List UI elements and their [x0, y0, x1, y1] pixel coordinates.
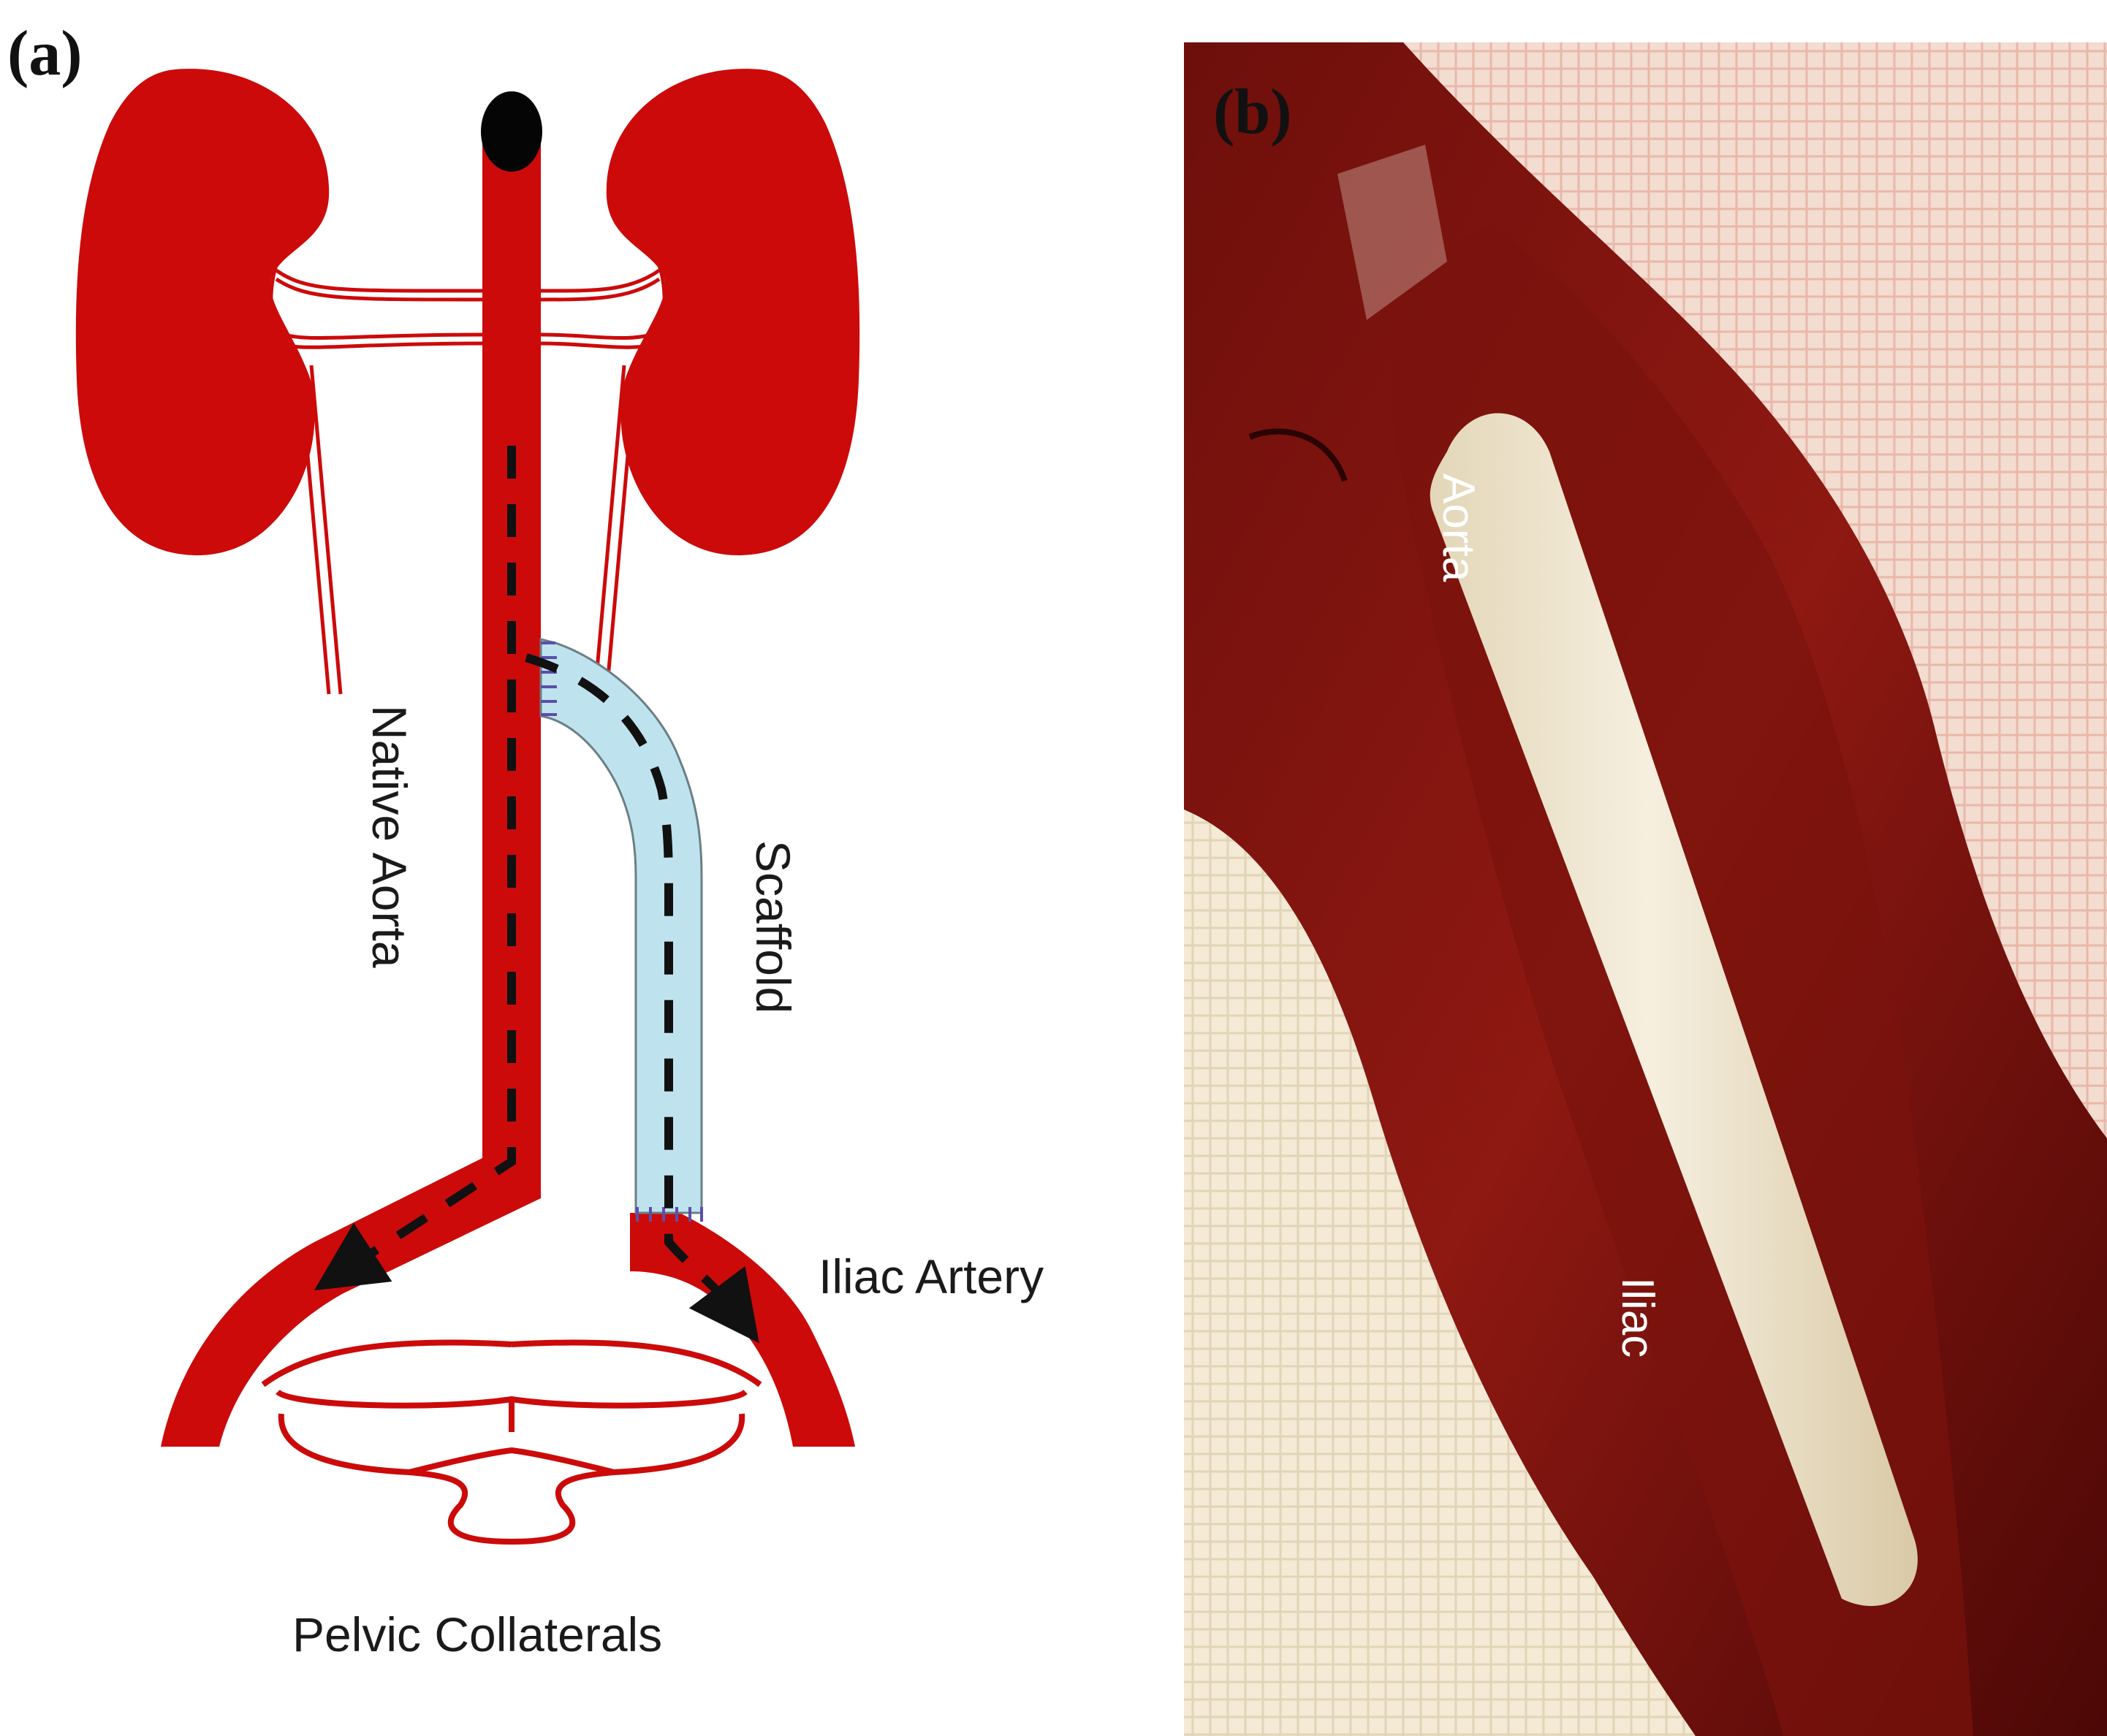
bypass-schematic-diagram: Native Aorta Scaffold Iliac Artery Pelvi…: [75, 69, 1044, 1661]
suture-line: [1248, 428, 1348, 482]
left-renal-vessels: [255, 239, 483, 695]
scaffold-label: Scaffold: [746, 840, 800, 1013]
aortic-ligation: [481, 91, 542, 172]
anastomosis-sutures: [541, 642, 703, 1222]
panel-a-label: (a): [7, 18, 83, 89]
photo-aorta-label: Aorta: [1433, 473, 1484, 582]
pelvic-collaterals-label: Pelvic Collaterals: [292, 1607, 662, 1661]
right-iliac-artery: [630, 1213, 855, 1447]
left-iliac-artery: [161, 1140, 541, 1447]
right-kidney: [606, 69, 860, 556]
scaffold-graft: [539, 638, 703, 1214]
pink-gauze: [1403, 42, 2107, 1138]
panel-b-label: (b): [1213, 77, 1292, 148]
pelvic-collaterals: [261, 1339, 762, 1545]
left-kidney: [75, 69, 330, 556]
native-aorta-label: Native Aorta: [362, 705, 417, 968]
scaffold-graft-photo: [1430, 413, 1918, 1607]
blood-flow-path: [314, 446, 759, 1344]
photo-iliac-label: Iliac: [1612, 1277, 1663, 1358]
tissue-highlight: [1337, 145, 1447, 320]
white-gauze: [1184, 810, 1696, 1736]
iliac-artery-label: Iliac Artery: [819, 1249, 1044, 1303]
surgical-photo: Aorta Iliac: [1184, 42, 2107, 1736]
right-renal-vessels: [540, 239, 680, 695]
